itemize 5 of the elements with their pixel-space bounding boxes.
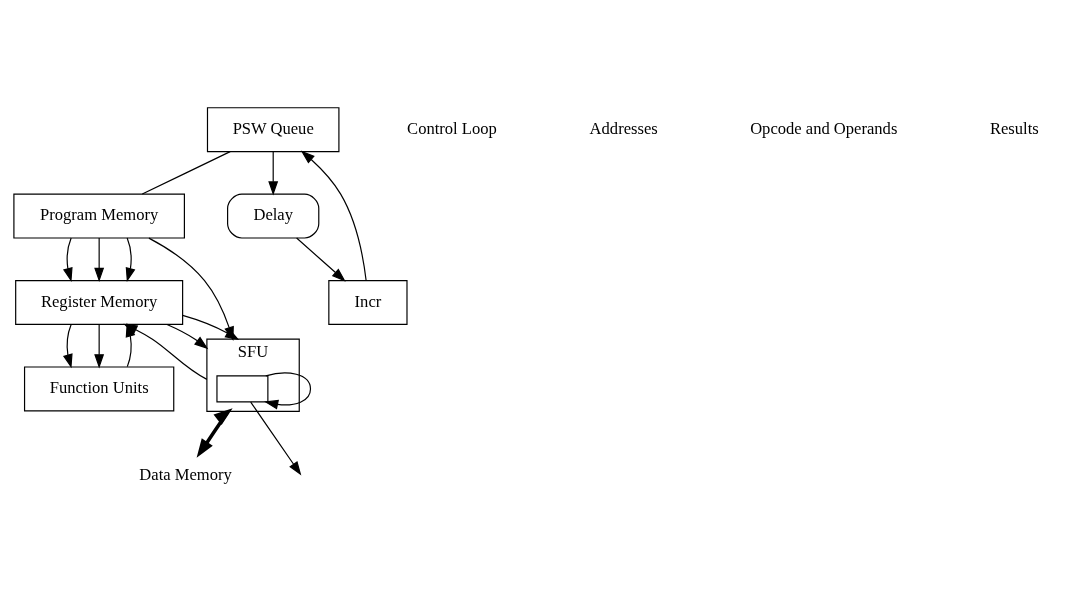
label: Results xyxy=(989,119,1039,139)
node-text: Data Memory xyxy=(139,464,232,484)
label: Addresses xyxy=(589,119,658,139)
label: Opcode and Operands xyxy=(750,119,898,139)
label: Control Loop xyxy=(407,119,497,139)
